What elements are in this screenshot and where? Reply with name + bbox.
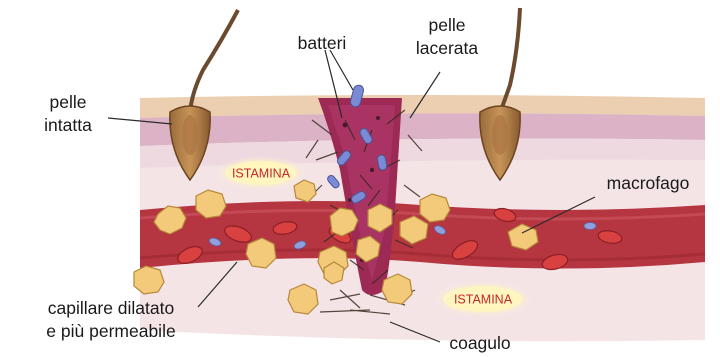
label-pelle-intatta-2: intatta — [44, 115, 92, 135]
label-coagulo: coagulo — [449, 333, 510, 353]
istamina-label-top: ISTAMINA — [232, 167, 291, 181]
histamine-top: ISTAMINA — [215, 156, 307, 190]
histamine-bottom: ISTAMINA — [433, 281, 533, 317]
label-capillare-2: e più permeabile — [46, 321, 175, 341]
label-pelle-intatta-1: pelle — [50, 92, 87, 112]
label-macrofago: macrofago — [607, 173, 690, 193]
label-capillare-1: capillare dilatato — [48, 298, 174, 318]
hair-follicle-right — [480, 8, 520, 180]
istamina-label-bottom: ISTAMINA — [454, 293, 513, 307]
label-batteri: batteri — [298, 33, 347, 53]
label-pelle-lacerata-2: lacerata — [416, 38, 479, 58]
label-pelle-lacerata-1: pelle — [429, 15, 466, 35]
